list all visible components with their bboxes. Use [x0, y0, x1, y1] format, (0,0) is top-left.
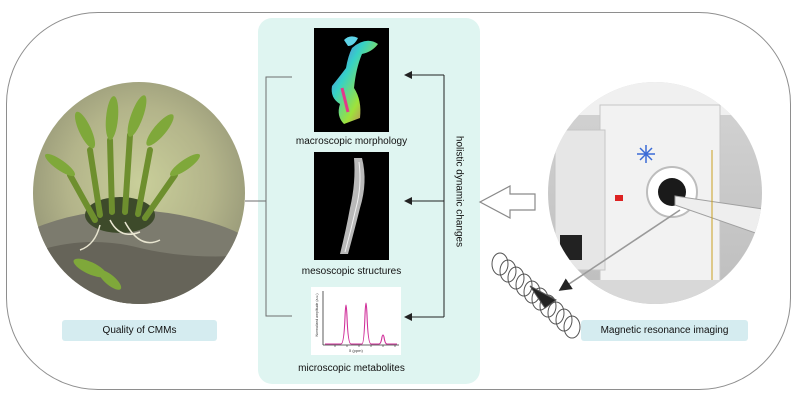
rf-coil-icon	[491, 252, 581, 339]
quality-of-cmms-label: Quality of CMMs	[62, 320, 217, 341]
macroscopic-morphology-caption: macroscopic morphology	[295, 136, 408, 147]
mesoscopic-structures-image	[314, 152, 389, 260]
spectrum-xlabel: δ (ppm)	[349, 348, 363, 353]
mri-label: Magnetic resonance imaging	[581, 320, 748, 341]
outer-rounded-frame	[6, 12, 791, 390]
microscopic-metabolites-caption: microscopic metabolites	[298, 363, 405, 374]
mesoscopic-structures-caption: mesoscopic structures	[301, 266, 402, 277]
spectrum-plot: Normalized amplitude (a.u.) δ (ppm)	[311, 287, 401, 355]
hollow-arrow-icon	[478, 185, 536, 219]
macroscopic-morphology-image	[314, 28, 389, 132]
